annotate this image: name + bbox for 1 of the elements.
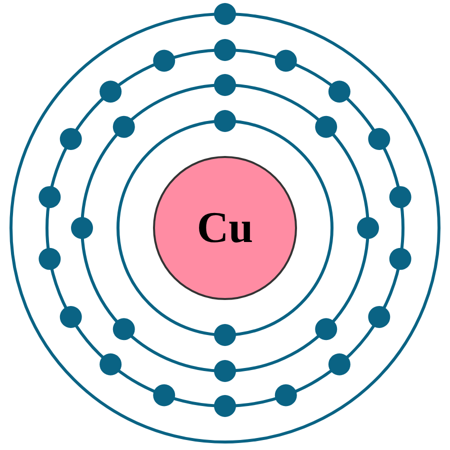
element-symbol: Cu xyxy=(196,206,254,250)
